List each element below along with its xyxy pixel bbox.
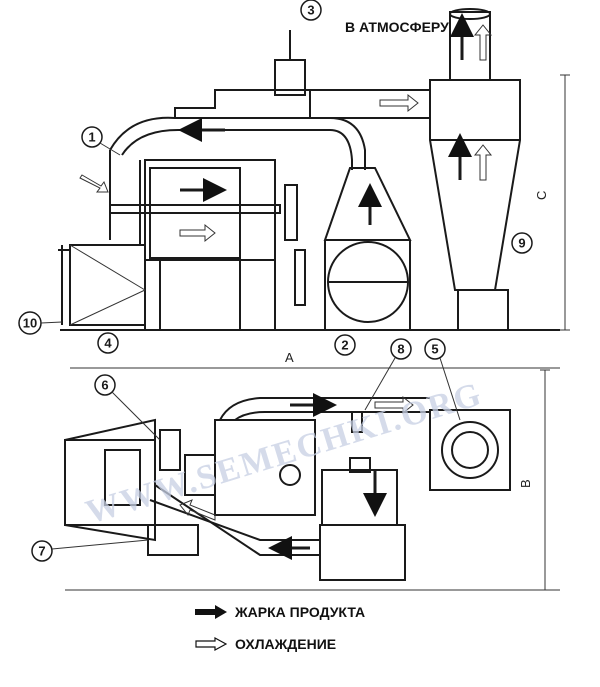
plan-roaster <box>214 419 316 516</box>
flow-arrow-cool <box>374 395 414 415</box>
svg-text:4: 4 <box>104 336 112 351</box>
callout-7: 7 <box>31 540 53 562</box>
callout-1: 1 <box>81 126 103 148</box>
svg-text:6: 6 <box>101 378 108 393</box>
svg-text:9: 9 <box>518 236 525 251</box>
svg-text:7: 7 <box>38 544 45 559</box>
roaster-body <box>144 159 276 331</box>
plan-fan <box>429 409 511 491</box>
hopper <box>69 244 146 326</box>
elevation-view: C В АТМОСФЕРУ <box>58 8 570 331</box>
flow-arrow-cool <box>79 174 109 193</box>
flow-arrow-cool <box>473 24 493 61</box>
outline-arrow-icon <box>195 636 228 652</box>
callout-5: 5 <box>424 338 446 360</box>
dimension-a-label: A <box>285 350 294 365</box>
filled-arrow-icon <box>195 605 227 619</box>
svg-text:5: 5 <box>431 342 438 357</box>
plan-collector <box>319 524 406 581</box>
dimension-c-label: C <box>534 191 549 200</box>
svg-text:8: 8 <box>397 342 404 357</box>
callout-10: 10 <box>18 311 42 335</box>
svg-text:2: 2 <box>341 338 348 353</box>
legend-item-roasting: ЖАРКА ПРОДУКТА <box>195 604 365 620</box>
callout-4: 4 <box>97 332 119 354</box>
callout-2: 2 <box>334 334 356 356</box>
flow-arrow-cool <box>379 93 419 113</box>
svg-text:10: 10 <box>23 316 37 331</box>
cooler-hood <box>323 167 412 241</box>
flow-arrow-cool <box>179 223 216 243</box>
svg-text:1: 1 <box>88 130 95 145</box>
legend-item-cooling: ОХЛАЖДЕНИЕ <box>195 636 336 652</box>
plan-view: B A <box>64 350 560 591</box>
cyclone <box>429 79 521 291</box>
flow-arrow-cool <box>179 499 216 521</box>
to-atmosphere-label: В АТМОСФЕРУ <box>345 19 449 35</box>
flow-arrow-cool <box>473 144 493 181</box>
callout-3: 3 <box>300 0 322 21</box>
callout-6: 6 <box>94 374 116 396</box>
legend-label-cooling: ОХЛАЖДЕНИЕ <box>235 636 337 652</box>
callout-9: 9 <box>511 232 533 254</box>
dimension-b-label: B <box>518 479 533 488</box>
legend-label-roasting: ЖАРКА ПРОДУКТА <box>235 604 366 620</box>
callout-8: 8 <box>390 338 412 360</box>
svg-text:3: 3 <box>307 3 314 18</box>
